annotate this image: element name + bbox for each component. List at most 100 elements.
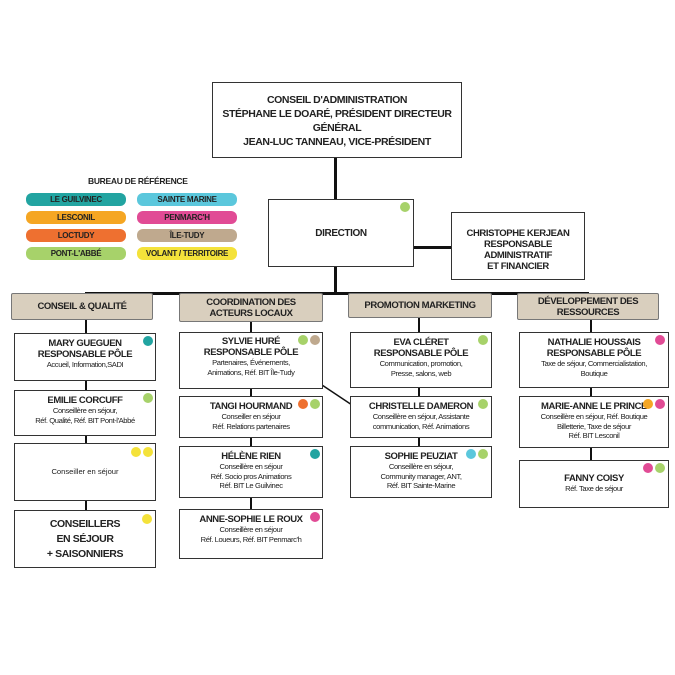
person-name: CHRISTELLE DAMERON bbox=[368, 401, 474, 412]
connector-board-direction bbox=[334, 157, 337, 200]
person-desc: Taxe de séjour, Commercialistation, bbox=[541, 359, 647, 368]
person-role: RESPONSABLE PÔLE bbox=[546, 348, 642, 359]
category-developpement: DÉVELOPPEMENT DES RESSOURCES bbox=[517, 293, 659, 320]
card-helene-rien: HÉLÈNE RIEN Conseillère en séjour Réf. S… bbox=[179, 446, 323, 498]
direction-box: DIRECTION bbox=[268, 199, 414, 267]
connector-categories-bar bbox=[85, 292, 589, 295]
card-sylvie-hure: SYLVIE HURÉ RESPONSABLE PÔLE Partenaires… bbox=[179, 332, 323, 389]
person-desc: Réf. BIT Sainte-Marine bbox=[386, 481, 456, 491]
dot-sainte-marine bbox=[466, 449, 476, 459]
card-emilie-corcuff: EMILIE CORCUFF Conseillère en séjour, Ré… bbox=[14, 390, 156, 436]
dot-volant-territoire bbox=[131, 447, 141, 457]
person-name: ANNE-SOPHIE LE ROUX bbox=[199, 514, 303, 525]
legend-title: BUREAU DE RÉFÉRENCE bbox=[88, 176, 188, 186]
category-developpement-line1: DÉVELOPPEMENT DES bbox=[537, 295, 639, 307]
person-name: HÉLÈNE RIEN bbox=[221, 451, 281, 462]
board-vice-president: JEAN-LUC TANNEAU, VICE-PRÉSIDENT bbox=[243, 136, 431, 148]
category-promotion-marketing: PROMOTION MARKETING bbox=[348, 293, 492, 318]
person-name: MARY GUEGUEN bbox=[48, 338, 122, 349]
category-coordination: COORDINATION DES ACTEURS LOCAUX bbox=[179, 293, 323, 322]
person-desc: Communication, promotion, bbox=[379, 359, 463, 368]
dot-loctudy bbox=[298, 399, 308, 409]
person-name: MARIE-ANNE LE PRINCE bbox=[540, 401, 647, 412]
person-desc: Conseillère en séjour bbox=[219, 462, 283, 471]
dot-pont-labbe bbox=[478, 335, 488, 345]
connector-direction-admin bbox=[413, 246, 453, 249]
direction-label: DIRECTION bbox=[315, 227, 367, 239]
person-role: RESPONSABLE PÔLE bbox=[373, 348, 469, 359]
dot-pont-labbe bbox=[478, 449, 488, 459]
dot-pont-labbe bbox=[298, 335, 308, 345]
dot-pont-labbe bbox=[655, 463, 665, 473]
person-desc: Conseillère en séjour, Réf. Boutique bbox=[540, 412, 648, 421]
person-role: RESPONSABLE PÔLE bbox=[203, 347, 299, 358]
category-coordination-line2: ACTEURS LOCAUX bbox=[209, 307, 293, 319]
legend-le-guilvinec: LE GUILVINEC bbox=[26, 193, 126, 206]
dot-penmarch bbox=[643, 463, 653, 473]
person-role: RESPONSABLE PÔLE bbox=[37, 349, 133, 360]
card-anne-sophie-le-roux: ANNE-SOPHIE LE ROUX Conseillère en séjou… bbox=[179, 509, 323, 559]
person-name: TANGI HOURMAND bbox=[209, 401, 293, 412]
card-mary-gueguen: MARY GUEGUEN RESPONSABLE PÔLE Accueil, I… bbox=[14, 333, 156, 381]
person-desc: Réf. BIT Le Guilvinec bbox=[219, 481, 283, 491]
person-desc: Réf. Loueurs, Réf. BIT Penmarc'h bbox=[200, 534, 302, 544]
person-desc: communication, Réf. Animations bbox=[372, 421, 470, 431]
dot-pont-labbe bbox=[400, 202, 410, 212]
dot-pont-labbe bbox=[478, 399, 488, 409]
person-name: SOPHIE PEUZIAT bbox=[384, 451, 458, 462]
person-desc: Réf. Qualité, Réf. BIT Pont-l'Abbé bbox=[35, 415, 135, 425]
legend-loctudy: LOCTUDY bbox=[26, 229, 126, 242]
group-name: + SAISONNIERS bbox=[46, 548, 124, 560]
person-name: FANNY COISY bbox=[564, 473, 624, 484]
dot-pont-labbe bbox=[143, 393, 153, 403]
dot-volant-territoire bbox=[142, 514, 152, 524]
person-name: EMILIE CORCUFF bbox=[47, 395, 123, 406]
person-desc: Accueil, Information,SADI bbox=[46, 360, 124, 369]
person-desc: Conseiller en séjour bbox=[221, 412, 281, 421]
person-desc: Partenaires, Événements, bbox=[212, 358, 290, 367]
connector-col4 bbox=[590, 320, 592, 460]
person-desc: Conseillère en séjour, bbox=[388, 462, 454, 471]
person-desc: Réf. Relations partenaires bbox=[212, 421, 290, 431]
group-name: EN SÉJOUR bbox=[56, 533, 114, 545]
legend-volant-territoire: VOLANT / TERRITOIRE bbox=[137, 247, 237, 260]
person-name: NATHALIE HOUSSAIS bbox=[547, 337, 641, 348]
legend-sainte-marine: SAINTE MARINE bbox=[137, 193, 237, 206]
person-name: SYLVIE HURÉ bbox=[221, 336, 281, 347]
category-developpement-line2: RESSOURCES bbox=[556, 306, 620, 318]
person-desc: Conseillère en séjour bbox=[219, 525, 283, 534]
person-desc: Presse, salons, web bbox=[390, 368, 452, 378]
person-desc: Conseillère en séjour, bbox=[52, 406, 118, 415]
connector-direction-categories bbox=[334, 267, 337, 293]
admin-name: CHRISTOPHE KERJEAN bbox=[466, 228, 570, 239]
legend-ile-tudy: ÎLE-TUDY bbox=[137, 229, 237, 242]
dot-le-guilvinec bbox=[310, 449, 320, 459]
category-conseil-qualite: CONSEIL & QUALITÉ bbox=[11, 293, 153, 320]
legend-lesconil: LESCONIL bbox=[26, 211, 126, 224]
dot-penmarch bbox=[655, 335, 665, 345]
dot-penmarch bbox=[310, 512, 320, 522]
legend-penmarch: PENMARC'H bbox=[137, 211, 237, 224]
person-desc: Boutique bbox=[580, 368, 608, 378]
dot-le-guilvinec bbox=[143, 336, 153, 346]
dot-pont-labbe bbox=[310, 399, 320, 409]
person-desc: Animations, Réf. BIT Île-Tudy bbox=[207, 367, 295, 377]
person-desc: Réf. BIT Lesconil bbox=[568, 431, 620, 441]
person-name: EVA CLÉRET bbox=[393, 337, 449, 348]
admin-role-2: ET FINANCIER bbox=[487, 261, 549, 272]
category-coordination-line1: COORDINATION DES bbox=[206, 296, 296, 308]
person-desc: Conseillère en séjour, Assistante bbox=[372, 412, 470, 421]
board-title: CONSEIL D'ADMINISTRATION bbox=[266, 94, 408, 106]
person-desc: Billetterie, Taxe de séjour bbox=[557, 421, 631, 431]
dot-volant-territoire bbox=[143, 447, 153, 457]
card-nathalie-houssais: NATHALIE HOUSSAIS RESPONSABLE PÔLE Taxe … bbox=[519, 332, 669, 388]
person-desc: Conseiller en séjour bbox=[51, 467, 119, 477]
person-desc: Réf. Taxe de séjour bbox=[565, 484, 623, 493]
card-conseillers-saisonniers: CONSEILLERS EN SÉJOUR + SAISONNIERS bbox=[14, 510, 156, 568]
person-desc: Community manager, ANT, bbox=[380, 471, 462, 481]
card-eva-cleret: EVA CLÉRET RESPONSABLE PÔLE Communicatio… bbox=[350, 332, 492, 388]
dot-lesconil bbox=[643, 399, 653, 409]
legend-pont-labbe: PONT-L'ABBÉ bbox=[26, 247, 126, 260]
board-box: CONSEIL D'ADMINISTRATION STÉPHANE LE DOA… bbox=[212, 82, 462, 158]
